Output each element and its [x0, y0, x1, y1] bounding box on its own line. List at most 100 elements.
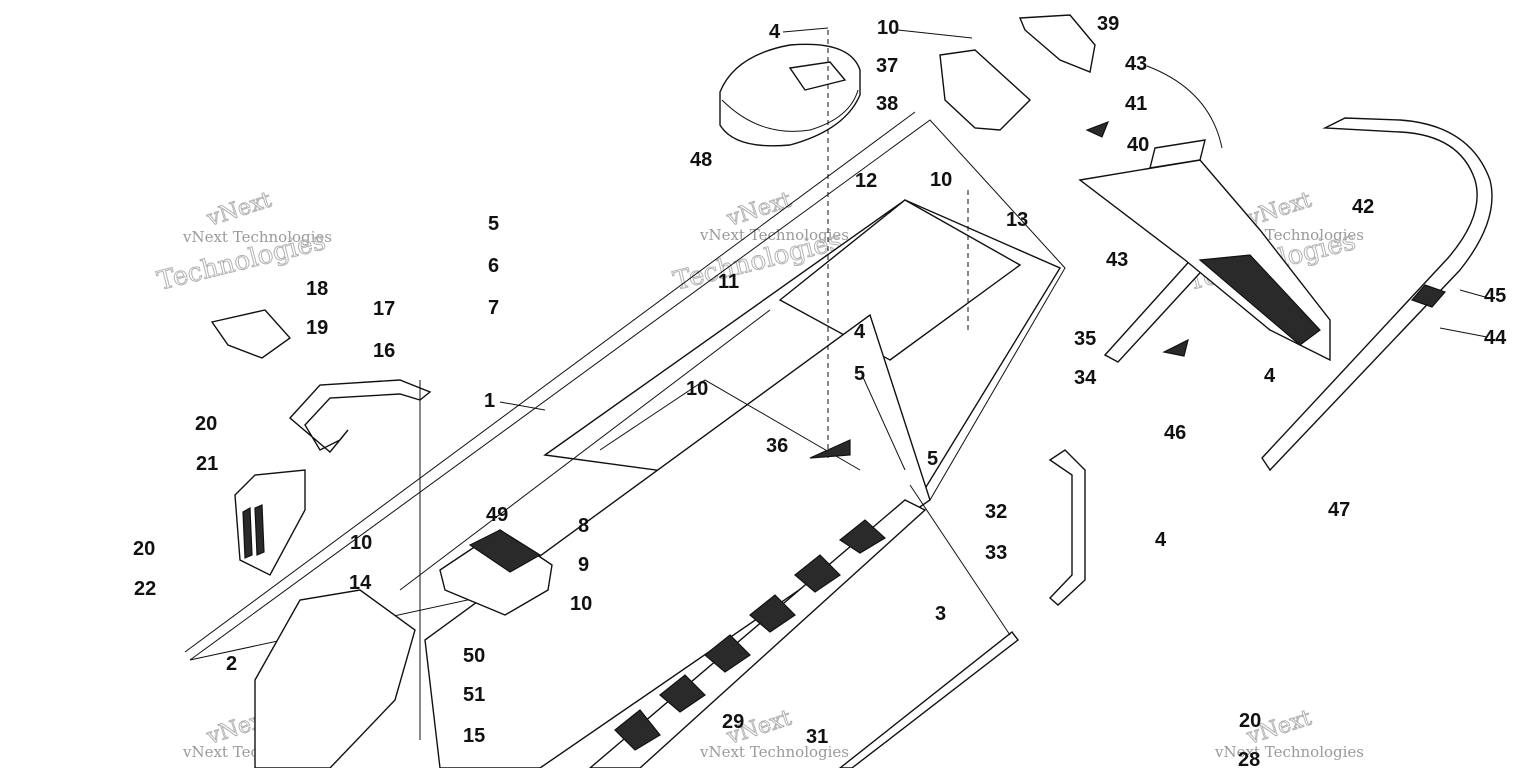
toe-cover	[210, 309, 292, 359]
callout-label: 18	[306, 278, 328, 300]
callout-label: 34	[1074, 367, 1097, 389]
callout-label: 42	[1352, 196, 1374, 218]
leader-line	[1459, 289, 1486, 298]
callout-label: 15	[463, 725, 485, 747]
heat-exchanger-vent	[794, 554, 841, 593]
callout-label: 10	[686, 378, 708, 400]
seat-seam	[721, 89, 859, 132]
callout-label: 33	[985, 542, 1007, 564]
rear-rail	[838, 449, 1086, 768]
heat-exchanger-vent	[838, 519, 887, 554]
callout-label: 1	[484, 390, 495, 412]
heat-exchanger-vent	[704, 634, 751, 673]
callout-label: 3	[935, 603, 946, 625]
frame-outline-line	[184, 111, 916, 653]
rear-bumper	[1103, 117, 1493, 472]
callout-label: 40	[1127, 134, 1149, 156]
callout-label: 14	[349, 572, 372, 594]
callout-label: 39	[1097, 13, 1119, 35]
callout-label: 10	[877, 17, 899, 39]
footrest-slot	[242, 506, 253, 559]
footrest-plate	[234, 469, 306, 576]
callout-label: 4	[1155, 529, 1167, 551]
callout-label: 13	[1006, 209, 1028, 231]
callout-label: 10	[350, 532, 372, 554]
callout-label: 12	[855, 170, 877, 192]
callout-label: 36	[766, 435, 788, 457]
callout-label: 35	[1074, 328, 1096, 350]
rear-rail-strip	[838, 631, 1019, 768]
regulator-fins	[468, 529, 542, 573]
callout-label: 50	[463, 645, 485, 667]
callout-label: 2	[226, 653, 237, 675]
callout-label: 20	[1239, 710, 1261, 732]
seat	[719, 43, 861, 147]
callout-label: 8	[578, 515, 589, 537]
callout-label: 29	[722, 711, 744, 733]
callout-label: 4	[1264, 365, 1276, 387]
seat-bracket-body	[939, 49, 1032, 131]
seat-cushion	[719, 43, 861, 147]
callout-label: 16	[373, 340, 395, 362]
leader-line	[499, 401, 546, 411]
arrow-icon	[1162, 338, 1189, 357]
leader-line	[861, 374, 906, 471]
callout-label: 20	[195, 413, 217, 435]
callout-label: 5	[927, 448, 938, 470]
callout-label: 43	[1125, 53, 1147, 75]
toe-hold-bar	[288, 379, 432, 453]
callout-label: 45	[1484, 285, 1506, 307]
watermark-text: vNext Technologies	[699, 743, 849, 761]
callout-label: 28	[1238, 749, 1260, 768]
heat-exchanger	[588, 499, 927, 768]
tunnel-crease	[599, 379, 861, 471]
callout-label: 22	[134, 578, 156, 600]
leader-lines	[419, 27, 1488, 740]
watermark: vNext Technologies vNext vNext Technolog…	[699, 705, 1364, 761]
callout-label: 7	[488, 297, 499, 319]
callout-label: 11	[718, 271, 739, 293]
watermark-text: vNext Technologies	[182, 228, 332, 246]
heat-exchanger-vent	[749, 594, 796, 633]
callout-label: 47	[1328, 499, 1350, 521]
rear-chain-bracket	[1048, 449, 1086, 606]
arrow-icon	[1085, 120, 1110, 138]
running-board-brace	[254, 589, 416, 768]
leader-line	[782, 27, 829, 33]
leader-line	[897, 29, 973, 39]
callout-label: 4	[854, 321, 866, 343]
callout-label: 6	[488, 255, 499, 277]
seat-bracket	[939, 14, 1096, 131]
callout-label: 10	[930, 169, 952, 191]
watermark-text: vNext Technologies	[1214, 743, 1364, 761]
callout-label: 48	[690, 149, 712, 171]
heat-exchanger-vent	[614, 709, 661, 751]
callout-label: 19	[306, 317, 328, 339]
arrow-icon	[809, 439, 851, 459]
callout-label: 44	[1484, 327, 1507, 349]
callouts: 1 2 3 4 4 4 4 5 5 5 6 7 8 9 10 10 10 10 …	[133, 13, 1507, 768]
leader-line	[1146, 65, 1223, 149]
callout-label: 49	[486, 504, 508, 526]
callout-label: 31	[806, 726, 828, 748]
snow-flap	[1078, 139, 1331, 362]
callout-label: 38	[876, 93, 898, 115]
direction-arrows	[809, 120, 1189, 459]
bumper-badge	[1410, 284, 1447, 308]
callout-label: 51	[463, 684, 485, 706]
leader-line	[909, 484, 1011, 636]
tunnel-frame	[184, 111, 1066, 768]
callout-label: 43	[1106, 249, 1128, 271]
leader-line	[1439, 327, 1488, 338]
callout-label: 5	[854, 363, 865, 385]
watermark-text: vNext Technologies	[699, 226, 849, 244]
footrest-slot	[254, 504, 265, 556]
callout-label: 5	[488, 213, 499, 235]
watermark-text: vNext	[203, 188, 275, 233]
callout-label: 46	[1164, 422, 1186, 444]
left-parts	[210, 309, 553, 768]
heat-exchanger-vent	[659, 674, 706, 713]
callout-label: 9	[578, 554, 589, 576]
callout-label: 4	[769, 21, 781, 43]
